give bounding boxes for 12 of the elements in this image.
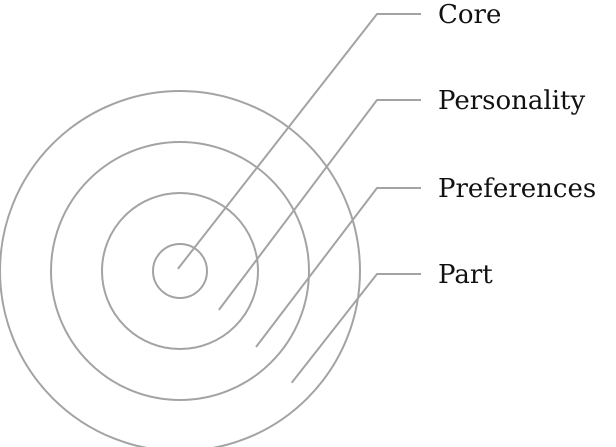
leader-line <box>218 99 421 310</box>
circle-ring <box>101 192 259 350</box>
layer-label: Core <box>438 2 502 28</box>
layer-label: Preferences <box>438 176 596 202</box>
circle-ring <box>50 141 310 401</box>
layer-label: Part <box>438 262 493 288</box>
leader-line <box>255 187 421 348</box>
leader-line <box>290 273 421 384</box>
leader-line <box>177 13 421 270</box>
circle-ring <box>0 90 361 447</box>
layer-label: Personality <box>438 88 586 114</box>
circle-ring <box>152 243 208 299</box>
